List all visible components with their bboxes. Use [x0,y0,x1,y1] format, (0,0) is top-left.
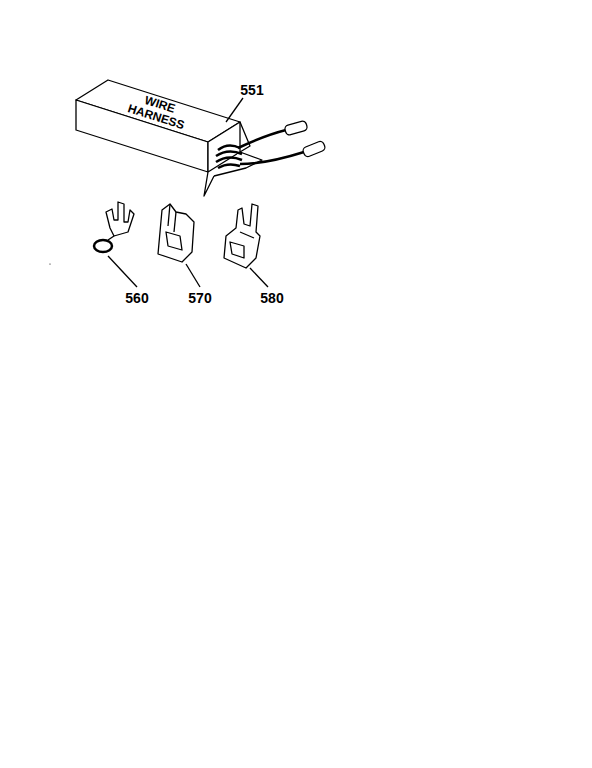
spade-terminal [224,204,268,287]
callout-number: 551 [240,83,263,97]
lead-connectors [284,120,326,158]
ring-terminal [94,202,137,287]
harness-box [76,80,262,196]
speck [49,263,50,264]
wire-leads [238,130,304,164]
wire-coil [216,145,242,168]
callout-number: 570 [188,291,211,305]
callout-number: 580 [260,291,283,305]
leader-line [226,98,243,122]
callout-number: 560 [125,291,148,305]
quick-connect-terminal [158,204,200,287]
